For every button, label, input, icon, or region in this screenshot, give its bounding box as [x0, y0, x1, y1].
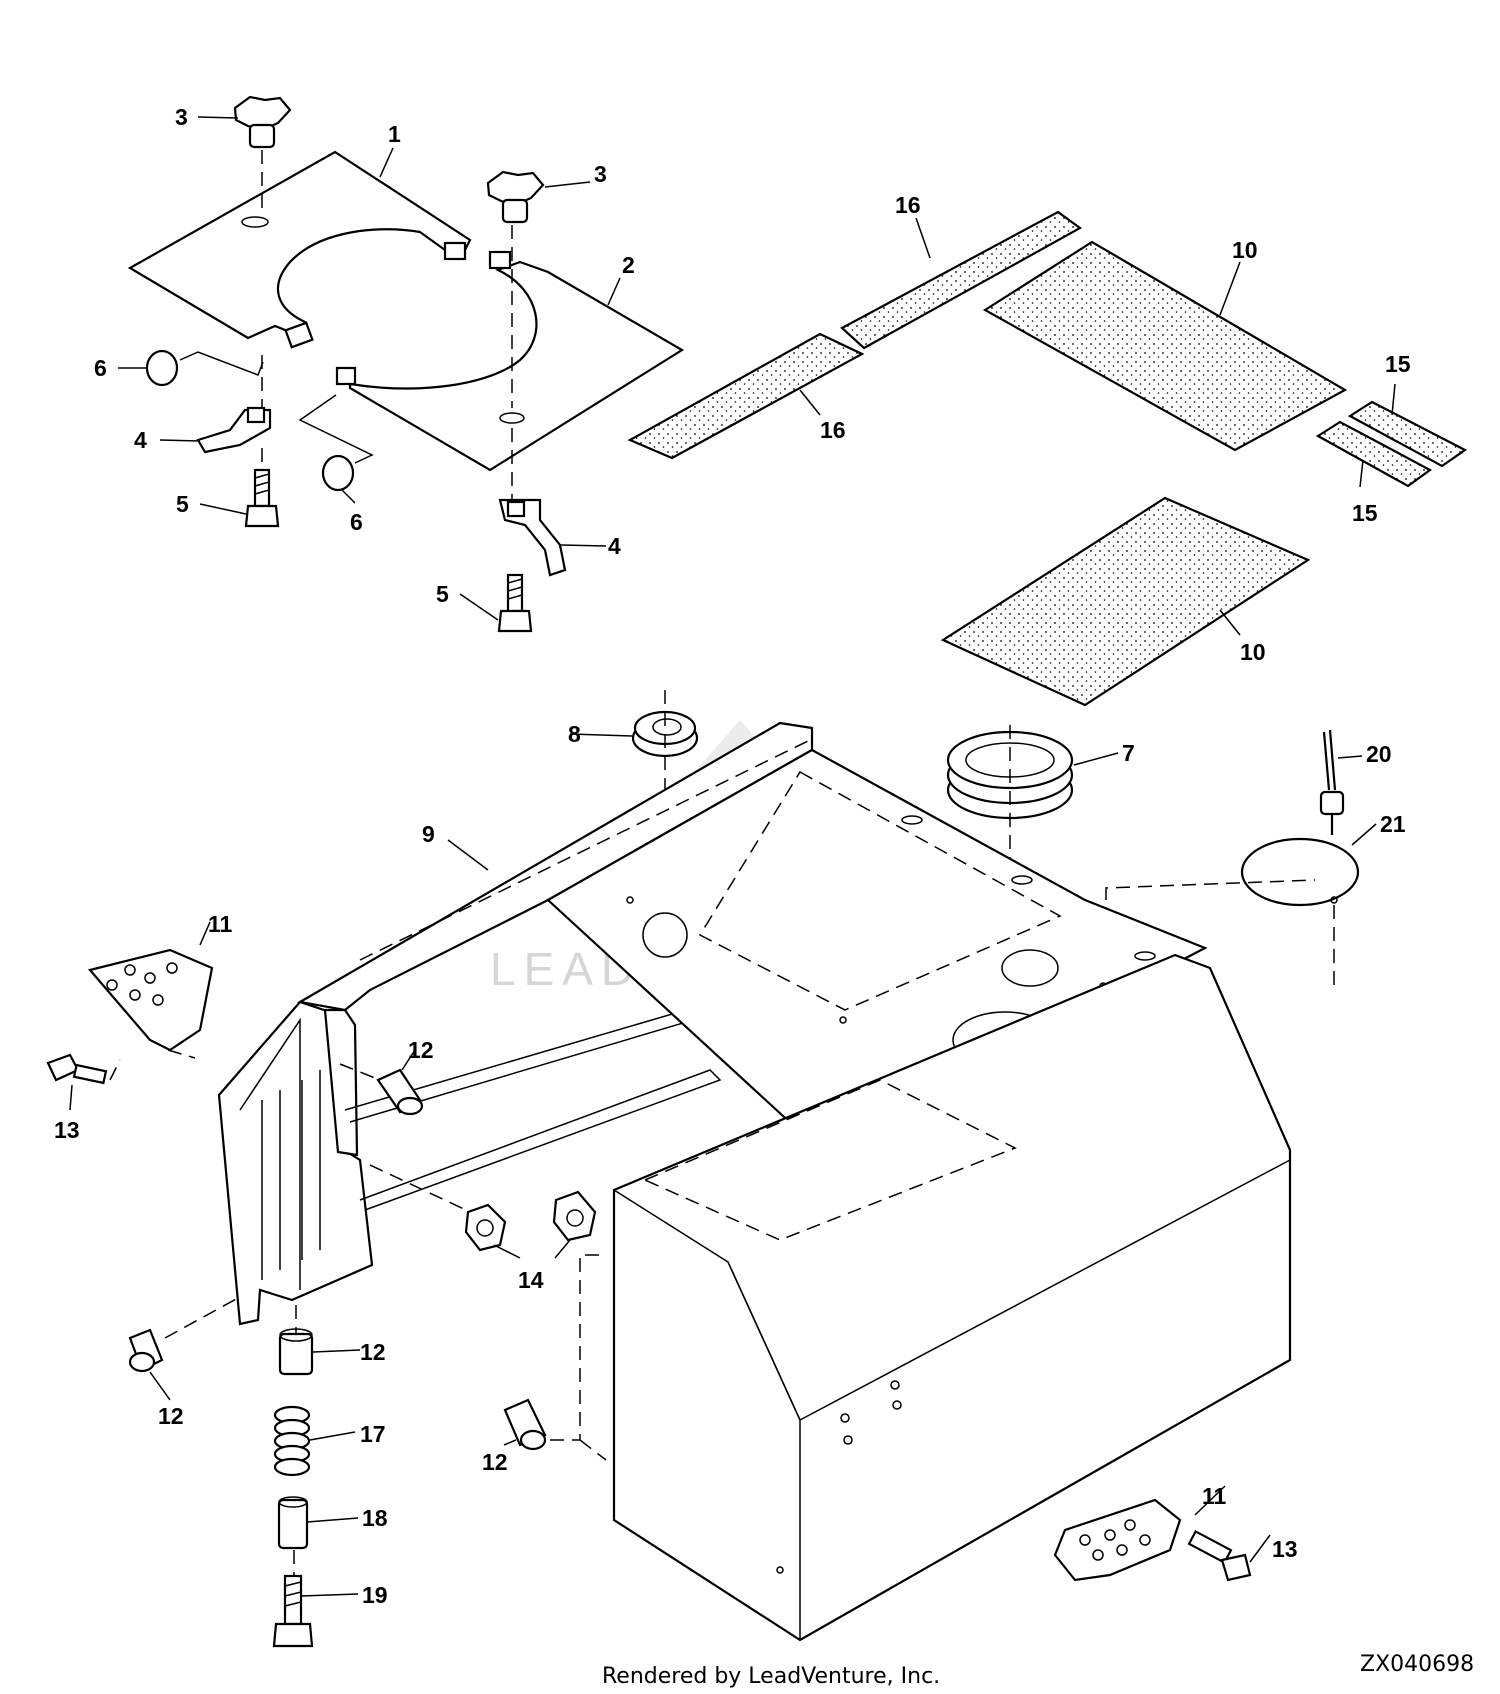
grommet-7	[946, 725, 1074, 1045]
callout-12b: 12	[158, 1403, 184, 1429]
callout-11b: 11	[1202, 1483, 1227, 1509]
callout-10a: 10	[1232, 237, 1258, 263]
clip-4a	[196, 355, 272, 454]
pad-15b	[1315, 420, 1433, 488]
callout-19: 19	[362, 1582, 388, 1608]
pad-10b	[940, 496, 1311, 707]
callout-12c: 12	[360, 1339, 386, 1365]
callout-15b: 15	[1352, 500, 1378, 526]
bushing-12c	[278, 1305, 314, 1376]
clip-8	[631, 690, 699, 935]
callout-6a: 6	[94, 355, 107, 381]
callout-5a: 5	[176, 491, 189, 517]
callout-4a: 4	[134, 427, 147, 453]
screw-5b	[497, 573, 533, 633]
cover-plate-2	[335, 250, 685, 472]
callout-5b: 5	[436, 581, 449, 607]
cover-plate-1	[127, 150, 472, 349]
pad-15a	[1347, 400, 1468, 468]
callout-20: 20	[1366, 741, 1392, 767]
spring-17	[273, 1405, 311, 1477]
bushing-12a	[339, 1063, 424, 1116]
callout-8: 8	[568, 721, 581, 747]
callout-18: 18	[362, 1505, 388, 1531]
bolt-19	[272, 1550, 314, 1648]
knob-3a	[233, 95, 292, 210]
plate-21	[1240, 837, 1360, 907]
bolt-13b	[1187, 1529, 1252, 1582]
knob-3b	[486, 170, 545, 408]
callout-2: 2	[622, 252, 635, 278]
spacer-18	[277, 1496, 309, 1550]
pad-10a	[982, 240, 1348, 452]
callout-4b: 4	[608, 533, 621, 559]
callout-6b: 6	[350, 509, 363, 535]
callout-16a: 16	[895, 192, 921, 218]
callout-21: 21	[1380, 811, 1406, 837]
callout-3a: 3	[175, 104, 188, 130]
step-11b	[1053, 1498, 1182, 1582]
callout-15a: 15	[1385, 351, 1411, 377]
callout-12d: 12	[482, 1449, 508, 1475]
leader-lines	[69, 116, 1396, 1597]
callout-7: 7	[1122, 740, 1135, 766]
callout-16b: 16	[820, 417, 846, 443]
bushing-12d	[503, 1254, 607, 1461]
o-ring-6b	[321, 454, 355, 492]
callout-13b: 13	[1272, 1536, 1298, 1562]
nut-14b	[552, 1190, 597, 1242]
callout-17: 17	[360, 1421, 386, 1447]
callout-14: 14	[518, 1267, 544, 1293]
pad-16a	[840, 210, 1083, 350]
callout-10b: 10	[1240, 639, 1266, 665]
callout-3b: 3	[594, 161, 607, 187]
callouts: 3 1 3 2 6 4 5 6 4 5 16 10 15 16 15 10 8 …	[54, 104, 1411, 1608]
o-ring-6a	[145, 349, 179, 387]
callout-1: 1	[388, 121, 401, 147]
bolt-13a	[46, 1049, 196, 1085]
housing-9	[217, 721, 1292, 1642]
rendered-by-credit: Rendered by LeadVenture, Inc.	[602, 1664, 940, 1689]
gauge-20	[1319, 729, 1345, 835]
step-11a	[88, 948, 214, 1052]
callout-12a: 12	[408, 1037, 434, 1063]
callout-11a: 11	[208, 911, 233, 937]
pad-16b	[627, 332, 865, 460]
clip-4b	[498, 428, 567, 577]
bushing-12b	[128, 1297, 239, 1373]
callout-9: 9	[422, 821, 435, 847]
nut-14a	[369, 1164, 507, 1252]
callout-13a: 13	[54, 1117, 80, 1143]
screw-5a	[244, 448, 280, 528]
figure-id: ZX040698	[1360, 1652, 1474, 1677]
